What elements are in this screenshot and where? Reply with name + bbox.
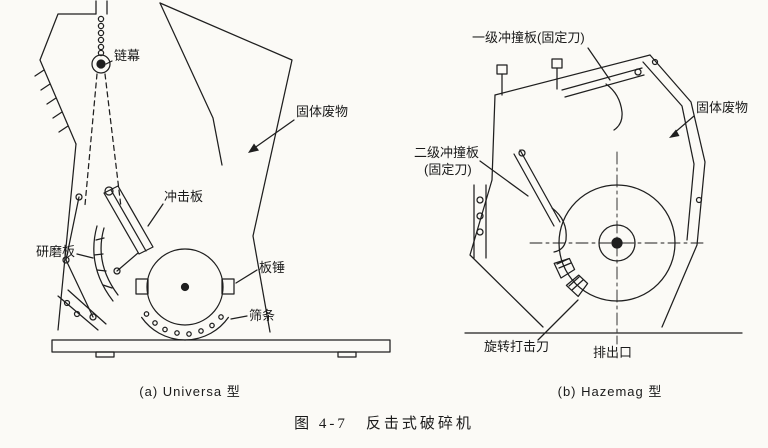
label-screen-bars: 筛条 bbox=[249, 308, 275, 323]
label-solid-waste-a: 固体废物 bbox=[296, 104, 348, 119]
panel-b-caption: (b) Hazemag 型 bbox=[557, 384, 663, 399]
adjuster-bolts bbox=[473, 184, 487, 259]
leader-lines bbox=[479, 47, 695, 341]
rotor-blades bbox=[553, 257, 589, 298]
figure-caption: 图 4-7 反击式破碎机 bbox=[294, 416, 474, 432]
label-grinding-plate: 研磨板 bbox=[36, 244, 75, 259]
grinding-plate bbox=[62, 193, 119, 321]
impact-plate bbox=[103, 185, 154, 275]
centerlines bbox=[529, 151, 707, 345]
label-impact-plate: 冲击板 bbox=[164, 189, 203, 204]
hazemag-diagram: 一级冲撞板(固定刀) 固体废物 二级冲撞板 (固定刀) 旋转打击刀 排出口 bbox=[414, 30, 748, 360]
label-plate-hammer: 板锤 bbox=[259, 260, 285, 275]
machine-base bbox=[51, 143, 391, 358]
label-solid-waste-b: 固体废物 bbox=[696, 100, 748, 115]
screen-bars bbox=[140, 311, 230, 341]
universa-diagram: 链幕 固体废物 冲击板 研磨板 板锤 筛条 bbox=[34, 0, 391, 358]
feed-chute bbox=[159, 2, 293, 333]
label-outlet: 排出口 bbox=[593, 345, 632, 360]
label-chain-curtain: 链幕 bbox=[114, 48, 140, 63]
first-stage-plate bbox=[561, 67, 645, 131]
mount-bolts bbox=[496, 58, 563, 96]
panel-b-labels: 一级冲撞板(固定刀) 固体废物 二级冲撞板 (固定刀) 旋转打击刀 排出口 bbox=[414, 30, 748, 360]
rotor bbox=[135, 248, 235, 326]
flow-arrow bbox=[248, 119, 295, 153]
label-second-stage-line2: (固定刀) bbox=[424, 162, 472, 177]
housing bbox=[469, 54, 706, 328]
chain-curtain bbox=[84, 15, 122, 208]
label-second-stage-line1: 二级冲撞板 bbox=[414, 145, 479, 160]
panel-a-caption: (a) Universa 型 bbox=[139, 384, 241, 399]
label-rotary-blade: 旋转打击刀 bbox=[484, 339, 549, 354]
feed-hopper bbox=[34, 0, 108, 145]
leader-lines bbox=[76, 60, 258, 320]
label-first-stage-plate: 一级冲撞板(固定刀) bbox=[472, 30, 585, 45]
second-stage-plate bbox=[513, 149, 567, 253]
panel-a-labels: 链幕 固体废物 冲击板 研磨板 板锤 筛条 bbox=[36, 48, 348, 323]
